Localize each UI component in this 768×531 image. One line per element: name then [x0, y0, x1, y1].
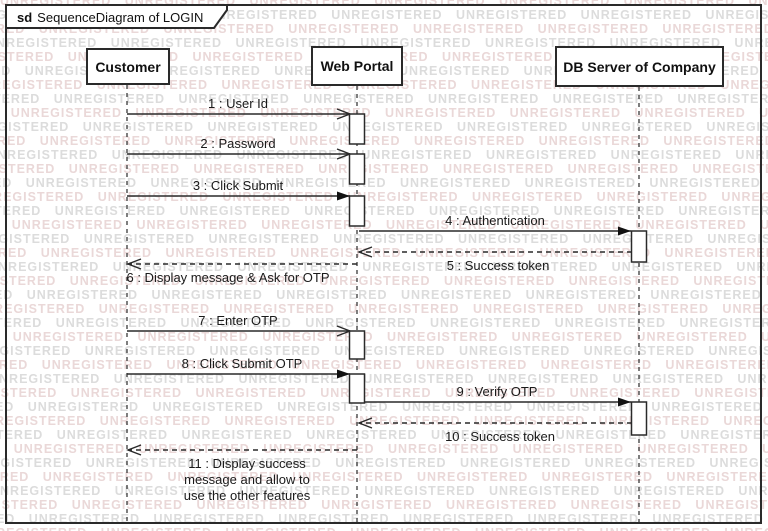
filled-arrowhead-icon	[337, 191, 350, 201]
message-label: 9 : Verify OTP	[456, 384, 538, 399]
watermark-text: UNREGISTERED UNREGISTERED UNREGISTERED U…	[0, 442, 768, 456]
watermark-text: UNREGISTERED UNREGISTERED UNREGISTERED U…	[0, 106, 768, 120]
message-label: 3 : Click Submit	[192, 178, 284, 193]
watermark-text: UNREGISTERED UNREGISTERED UNREGISTERED U…	[0, 386, 768, 400]
watermark-text: UNREGISTERED UNREGISTERED UNREGISTERED U…	[0, 456, 768, 470]
watermark-text: UNREGISTERED UNREGISTERED UNREGISTERED U…	[0, 344, 768, 358]
watermark-text: UNREGISTERED UNREGISTERED UNREGISTERED U…	[0, 330, 768, 344]
message-label: 6 : Display message & Ask for OTP	[126, 270, 330, 285]
open-arrowhead-icon	[126, 444, 142, 456]
message-label: 7 : Enter OTP	[198, 313, 278, 328]
activation-bar	[630, 401, 648, 436]
watermark-text: UNREGISTERED UNREGISTERED UNREGISTERED U…	[0, 190, 768, 204]
message-label: 1 : User Id	[208, 96, 268, 111]
diagram-frame-label: sd SequenceDiagram of LOGIN	[17, 10, 203, 25]
activation-bar	[348, 195, 366, 227]
message-label: 5 : Success token	[446, 258, 550, 273]
open-arrowhead-icon	[336, 325, 352, 337]
watermark-text: UNREGISTERED UNREGISTERED UNREGISTERED U…	[0, 400, 768, 414]
activation-bar	[348, 373, 366, 404]
open-arrowhead-icon	[357, 417, 373, 429]
actor-box: Customer	[86, 48, 170, 85]
watermark-text: UNREGISTERED UNREGISTERED UNREGISTERED U…	[0, 526, 768, 531]
watermark-text: UNREGISTERED UNREGISTERED UNREGISTERED U…	[0, 162, 768, 176]
watermark-text: UNREGISTERED UNREGISTERED UNREGISTERED U…	[0, 414, 768, 428]
watermark-text: UNREGISTERED UNREGISTERED UNREGISTERED U…	[0, 470, 768, 484]
watermark-text: UNREGISTERED UNREGISTERED UNREGISTERED U…	[0, 498, 768, 512]
frame-title-pentagon	[5, 4, 228, 29]
watermark-text: UNREGISTERED UNREGISTERED UNREGISTERED U…	[0, 134, 768, 148]
frame-keyword: sd	[17, 10, 33, 25]
watermark-text: UNREGISTERED UNREGISTERED UNREGISTERED U…	[0, 92, 768, 106]
open-arrowhead-icon	[336, 148, 352, 160]
watermark-text: UNREGISTERED UNREGISTERED UNREGISTERED U…	[0, 288, 768, 302]
activation-bar	[630, 230, 648, 263]
open-arrowhead-icon	[336, 108, 352, 120]
watermark-text: UNREGISTERED UNREGISTERED UNREGISTERED U…	[0, 372, 768, 386]
watermark-text: UNREGISTERED UNREGISTERED UNREGISTERED U…	[0, 204, 768, 218]
message-label: 8 : Click Submit OTP	[181, 356, 303, 371]
message-label: 11 : Display success message and allow t…	[183, 456, 311, 503]
watermark-text: UNREGISTERED UNREGISTERED UNREGISTERED U…	[0, 484, 768, 498]
watermark-text: UNREGISTERED UNREGISTERED UNREGISTERED U…	[0, 232, 768, 246]
activation-bar	[348, 330, 366, 360]
message-label: 4 : Authentication	[445, 213, 545, 228]
diagram-frame-border	[5, 4, 762, 524]
message-label: 2 : Password	[200, 136, 276, 151]
watermark-text: UNREGISTERED UNREGISTERED UNREGISTERED U…	[0, 176, 768, 190]
watermark-text: UNREGISTERED UNREGISTERED UNREGISTERED U…	[0, 358, 768, 372]
actor-box: Web Portal	[311, 46, 403, 86]
message-label: 10 : Success token	[445, 429, 555, 444]
open-arrowhead-icon	[357, 246, 373, 258]
actor-box: DB Server of Company	[555, 46, 724, 87]
filled-arrowhead-icon	[618, 397, 631, 407]
watermark-text: UNREGISTERED UNREGISTERED UNREGISTERED U…	[0, 302, 768, 316]
activation-bar	[348, 113, 366, 145]
watermark-text: UNREGISTERED UNREGISTERED UNREGISTERED U…	[0, 428, 768, 442]
filled-arrowhead-icon	[337, 369, 350, 379]
watermark-text: UNREGISTERED UNREGISTERED UNREGISTERED U…	[0, 274, 768, 288]
open-arrowhead-icon	[126, 258, 142, 270]
watermark-text: UNREGISTERED UNREGISTERED UNREGISTERED U…	[0, 218, 768, 232]
filled-arrowhead-icon	[618, 226, 631, 236]
watermark-text: UNREGISTERED UNREGISTERED UNREGISTERED U…	[0, 246, 768, 260]
frame-title-text: SequenceDiagram of LOGIN	[37, 10, 204, 25]
watermark-text: UNREGISTERED UNREGISTERED UNREGISTERED U…	[0, 148, 768, 162]
activation-bar	[348, 153, 366, 185]
watermark-text: UNREGISTERED UNREGISTERED UNREGISTERED U…	[0, 316, 768, 330]
watermark-text: UNREGISTERED UNREGISTERED UNREGISTERED U…	[0, 120, 768, 134]
